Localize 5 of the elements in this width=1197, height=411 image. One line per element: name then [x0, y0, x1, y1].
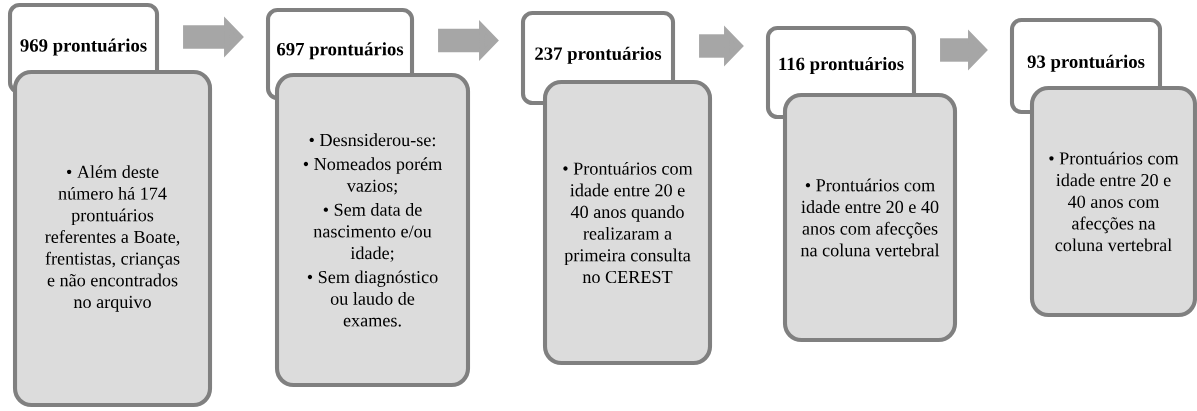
- step-box: • Além deste número há 174 prontuários referentes a Boate, frentistas, crianças e não encontrados no arquivo: [12, 69, 213, 408]
- step-box: • Prontuários com idade entre 20 e 40 anos quando realizaram a primeira consulta no CEREST: [542, 79, 713, 366]
- step-box: • Prontuários com idade entre 20 e 40 anos com afecções na coluna vertebral: [782, 92, 958, 343]
- step-box: • Desnsiderou-se: • Nomeados porém vazios; • Sem data de nascimento e/ou idade; • Sem diagnóstico ou laudo de exames.: [274, 72, 471, 388]
- step-box: • Prontuários com idade entre 20 e 40 anos com afecções na coluna vertebral: [1029, 85, 1197, 318]
